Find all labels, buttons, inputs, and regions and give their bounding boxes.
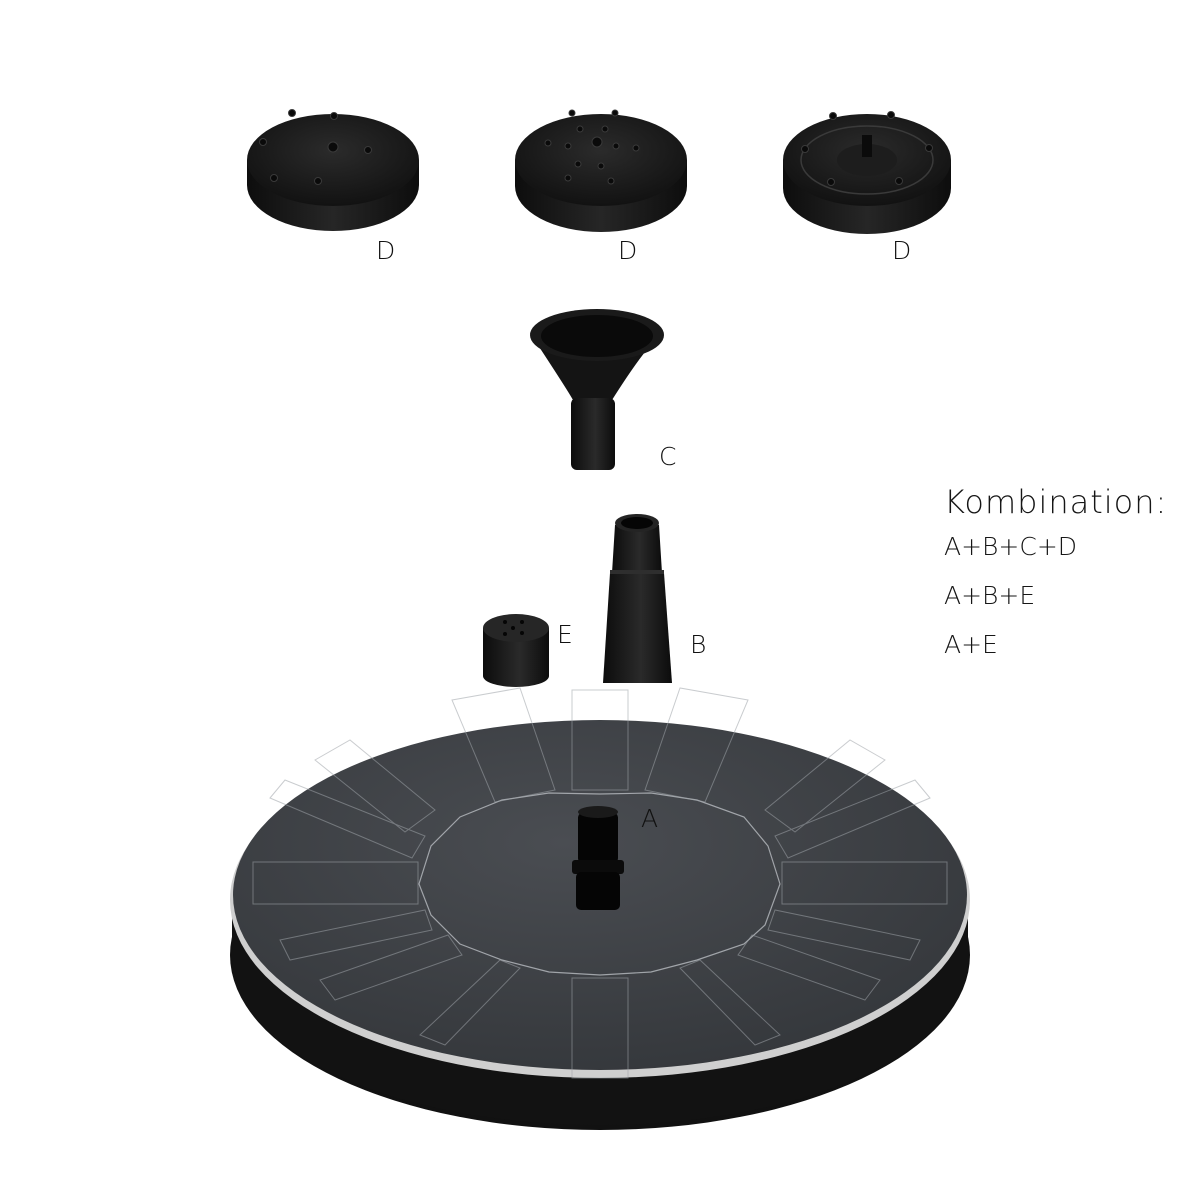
funnel-nozzle-c-icon xyxy=(530,309,664,470)
label-d3: D xyxy=(892,236,912,265)
combination-line-2: A+B+E xyxy=(944,581,1036,610)
extension-tube-b-icon xyxy=(603,514,672,683)
label-b: B xyxy=(690,630,707,659)
spray-head-d3-icon xyxy=(783,111,951,234)
solar-panel-pump-a-icon xyxy=(230,687,970,1130)
spray-head-d1-icon xyxy=(247,109,419,231)
combination-legend: Kombination: A+B+C+D A+B+E A+E xyxy=(944,486,1167,681)
label-c: C xyxy=(659,442,677,471)
small-nozzle-cap-e-icon xyxy=(483,614,549,687)
label-e: E xyxy=(557,620,573,649)
label-a: A xyxy=(641,804,659,833)
combination-line-1: A+B+C+D xyxy=(944,532,1078,561)
label-d2: D xyxy=(618,236,638,265)
combination-title: Kombination: xyxy=(944,483,1168,521)
spray-head-d2-icon xyxy=(515,109,687,232)
combination-line-3: A+E xyxy=(944,630,998,659)
label-d1: D xyxy=(376,236,396,265)
